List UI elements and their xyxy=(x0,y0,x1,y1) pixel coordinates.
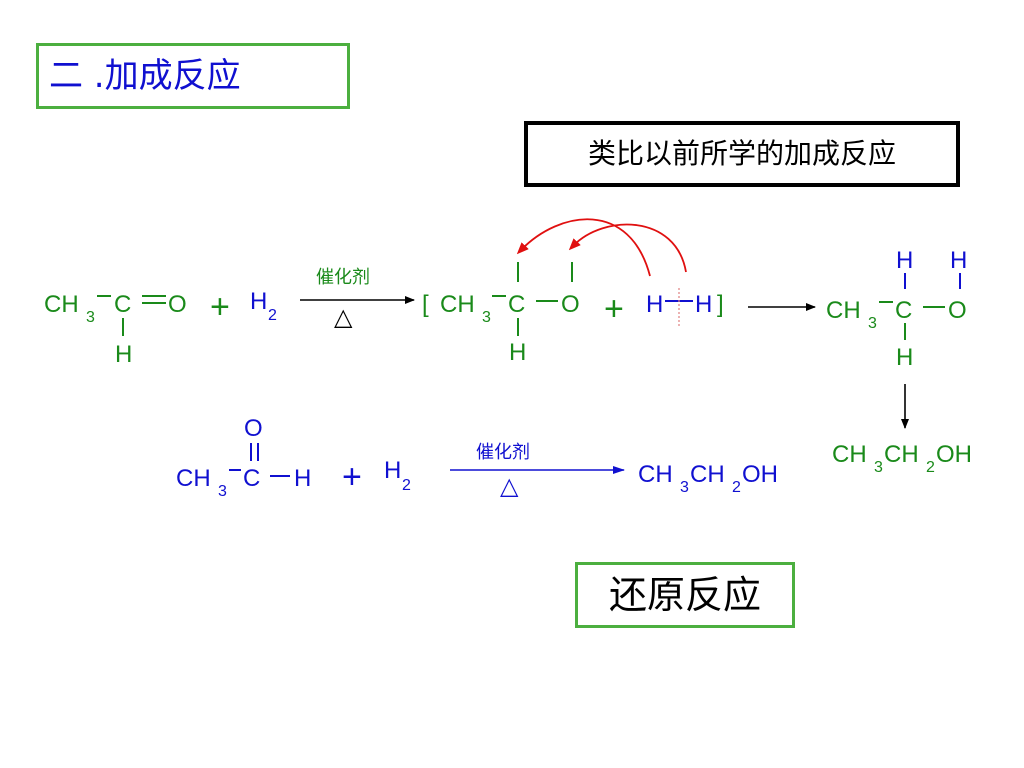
methyl-ch: CH xyxy=(44,291,79,318)
product-top-h-carbon: H xyxy=(896,247,913,274)
reaction-arrow-1: 催化剂 △ xyxy=(300,267,415,331)
carbonyl-oxygen: O xyxy=(168,291,187,318)
catalyst-label-1: 催化剂 xyxy=(316,267,370,288)
heat-symbol-2: △ xyxy=(500,472,519,500)
ethanol-oh: OH xyxy=(936,441,972,468)
product-ch: CH xyxy=(826,297,861,324)
product-subscript-3: 3 xyxy=(868,315,877,332)
intermediate-subscript-3: 3 xyxy=(482,309,491,326)
ethanol-sub3: 3 xyxy=(874,459,883,476)
r2-subscript-3: 3 xyxy=(218,483,227,500)
r2-carbon: C xyxy=(243,465,260,492)
r2-product-oh: OH xyxy=(742,461,778,488)
ethanol-ch3: CH xyxy=(832,441,867,468)
r2-product-ch3: CH xyxy=(638,461,673,488)
acetaldehyde-structure-1: CH 3 C O H xyxy=(44,291,187,368)
hh-left-h: H xyxy=(646,291,663,318)
hydrogen-molecule-2: H 2 xyxy=(384,457,411,494)
r2-h2-subscript: 2 xyxy=(402,477,411,494)
bracket-open: [ xyxy=(422,291,429,318)
red-curved-arrow-to-oxygen xyxy=(568,223,687,273)
section-title: 二 .加成反应 xyxy=(36,43,350,109)
methyl-subscript-3: 3 xyxy=(86,309,95,326)
hh-right-h: H xyxy=(695,291,712,318)
intermediate-oxygen: O xyxy=(561,291,580,318)
red-curved-arrow-to-carbon xyxy=(516,218,651,277)
r2-product-sub2: 2 xyxy=(732,479,741,496)
h2-h: H xyxy=(250,288,267,315)
acetaldehyde-structure-2: O CH 3 C H xyxy=(176,415,311,500)
r2-product-sub3: 3 xyxy=(680,479,689,496)
reaction-arrow-3: 催化剂 △ xyxy=(450,442,625,500)
plus-sign-1: + xyxy=(210,288,230,326)
bracket-close: ] xyxy=(717,291,724,318)
product-carbon: C xyxy=(895,297,912,324)
product-top-h-oxygen: H xyxy=(950,247,967,274)
aldehyde-hydrogen: H xyxy=(115,341,132,368)
ethanol-ch2: CH xyxy=(884,441,919,468)
carbonyl-carbon: C xyxy=(114,291,131,318)
r2-product-ch2: CH xyxy=(690,461,725,488)
intermediate-hydrogen: H xyxy=(509,339,526,366)
r2-h2-h: H xyxy=(384,457,401,484)
ethanol-condensed-blue: CH 3 CH 2 OH xyxy=(638,461,778,496)
ethanol-condensed-green: CH 3 CH 2 OH xyxy=(832,441,972,476)
h2-subscript: 2 xyxy=(268,307,277,324)
analogy-label: 类比以前所学的加成反应 xyxy=(524,121,960,187)
ethanol-structure-expanded: H H CH 3 C O H xyxy=(826,247,967,371)
catalyst-label-2: 催化剂 xyxy=(476,442,530,463)
r2-carbonyl-oxygen: O xyxy=(244,415,263,442)
reduction-label: 还原反应 xyxy=(575,562,795,628)
plus-sign-2: + xyxy=(604,290,624,328)
product-bottom-h: H xyxy=(896,344,913,371)
intermediate-ch: CH xyxy=(440,291,475,318)
intermediate-structure: [ CH 3 C O H + H H ] xyxy=(422,262,724,366)
r2-plus-sign: + xyxy=(342,458,362,496)
ethanol-sub2: 2 xyxy=(926,459,935,476)
hydrogen-molecule-1: H 2 xyxy=(250,288,277,324)
heat-symbol-1: △ xyxy=(334,303,353,331)
intermediate-carbon: C xyxy=(508,291,525,318)
product-oxygen: O xyxy=(948,297,967,324)
r2-ch: CH xyxy=(176,465,211,492)
r2-hydrogen: H xyxy=(294,465,311,492)
